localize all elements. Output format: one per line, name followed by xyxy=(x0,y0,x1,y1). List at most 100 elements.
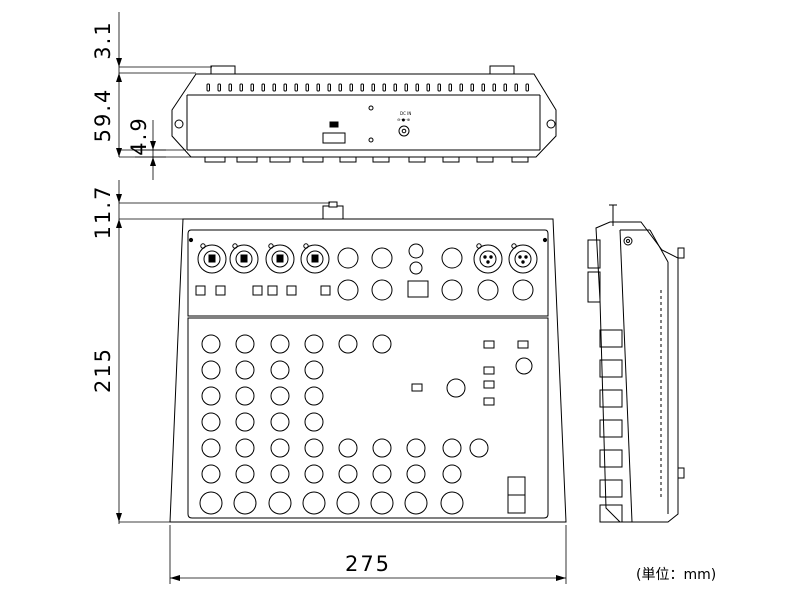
upper-switch xyxy=(215,285,226,296)
indicator-led xyxy=(483,380,495,389)
upper-jack xyxy=(512,279,534,301)
knob xyxy=(372,438,392,458)
knob xyxy=(338,438,358,458)
rear-vent-slots xyxy=(206,83,529,92)
usb-port-marker xyxy=(329,121,339,128)
rear-vent-slot xyxy=(228,83,232,92)
upper-jack xyxy=(337,279,359,301)
rear-screw-left xyxy=(174,119,184,129)
knob xyxy=(304,412,324,432)
rear-vent-slot xyxy=(371,83,375,92)
upper-jack xyxy=(441,279,463,301)
rear-bottom-jack xyxy=(269,156,291,163)
upper-switches xyxy=(195,285,331,296)
knob xyxy=(442,438,462,458)
xlr-pin xyxy=(524,255,528,259)
rear-vent-slot xyxy=(393,83,397,92)
xlr-pin xyxy=(486,260,490,264)
upper-switch xyxy=(267,285,278,296)
combo-jack-slot xyxy=(276,254,284,263)
dim-rear-height: 59.4 xyxy=(91,88,115,143)
side-jack-block-2 xyxy=(587,271,601,303)
dc-in-polarity: ⊖-●-⊕ xyxy=(397,117,410,122)
side-knob-profiles xyxy=(599,329,623,523)
knob xyxy=(270,334,290,354)
knob xyxy=(235,386,255,406)
dc-in-jack xyxy=(398,125,410,137)
knob xyxy=(201,464,221,484)
knob xyxy=(201,438,221,458)
knob xyxy=(270,360,290,380)
rear-vent-slot xyxy=(382,83,386,92)
rear-cap-left xyxy=(210,65,236,75)
rear-screw-right xyxy=(546,119,556,129)
combo-jack-latch xyxy=(232,243,238,249)
rear-bottom-jack xyxy=(442,156,460,163)
rear-vent-slot xyxy=(415,83,419,92)
side-knob-profile xyxy=(599,389,623,408)
large-knob xyxy=(440,491,464,515)
xlr-output-jacks xyxy=(473,243,538,274)
rear-vent-slot xyxy=(206,83,210,92)
knob xyxy=(304,438,324,458)
knob xyxy=(338,464,358,484)
combo-jack-latch xyxy=(268,243,274,249)
dim-top-gap: 3.1 xyxy=(91,20,115,59)
xlr-jack-outer xyxy=(508,244,538,274)
knob xyxy=(270,438,290,458)
combo-jack-inner xyxy=(306,250,324,268)
knob xyxy=(304,334,324,354)
side-knob-profile xyxy=(599,329,623,348)
rear-vent-slot xyxy=(294,83,298,92)
rear-vent-slot xyxy=(360,83,364,92)
combo-jack-inner xyxy=(203,250,221,268)
upper-jack xyxy=(371,247,393,269)
dim-foot-height: 4.9 xyxy=(127,116,151,155)
indicator-led xyxy=(483,397,495,406)
upper-jack xyxy=(408,243,424,259)
top-handle-tab xyxy=(328,201,338,208)
upper-jack xyxy=(371,279,393,301)
xlr-pin xyxy=(521,260,525,264)
combo-jack-latch xyxy=(200,243,206,249)
large-knob xyxy=(404,491,428,515)
side-knob-profile xyxy=(599,449,623,468)
rear-vent-slot xyxy=(239,83,243,92)
rear-center-screw-bottom xyxy=(368,137,374,143)
rear-bottom-jack xyxy=(372,156,390,163)
indicator-led xyxy=(411,383,423,392)
rear-view xyxy=(171,65,557,163)
dim-width: 275 xyxy=(345,552,391,576)
combo-jack-inner xyxy=(271,250,289,268)
rear-center-screw-top xyxy=(368,105,374,111)
usb-port xyxy=(322,132,346,144)
arrow-depth-up xyxy=(116,219,122,228)
knob xyxy=(372,334,392,354)
rear-vent-slot xyxy=(261,83,265,92)
knob xyxy=(201,360,221,380)
knob xyxy=(270,464,290,484)
knob xyxy=(406,438,426,458)
knob xyxy=(304,386,324,406)
knob xyxy=(338,334,358,354)
knob xyxy=(235,464,255,484)
rear-vent-slot xyxy=(492,83,496,92)
xlr-latch xyxy=(476,243,482,249)
large-knob xyxy=(268,491,292,515)
dim-depth: 215 xyxy=(91,347,115,393)
rear-vent-slot xyxy=(525,83,529,92)
combo-jack-outer xyxy=(265,244,295,274)
top-view xyxy=(169,201,567,523)
rear-bottom-jack xyxy=(339,156,357,163)
combo-jack-outer xyxy=(300,244,330,274)
rear-vent-slot xyxy=(316,83,320,92)
knob xyxy=(201,386,221,406)
knob xyxy=(235,334,255,354)
rear-vent-slot xyxy=(481,83,485,92)
combo-jack-outer xyxy=(197,244,227,274)
arrow-handle-down xyxy=(116,194,122,203)
dimension-arrows xyxy=(116,58,566,581)
right-indicators xyxy=(411,340,529,406)
rear-vent-slot xyxy=(217,83,221,92)
